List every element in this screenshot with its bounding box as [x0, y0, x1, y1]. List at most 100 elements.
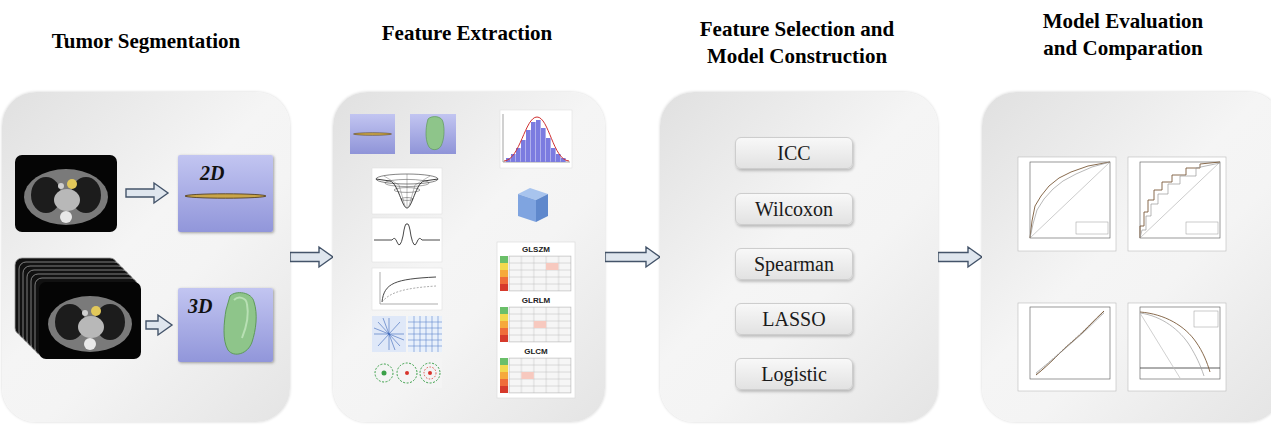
flow-arrow — [605, 247, 660, 267]
panel-heading: Tumor Segmentation — [6, 28, 286, 55]
histogram-plot — [506, 158, 511, 162]
ct-stack — [19, 262, 121, 339]
method-label: LASSO — [762, 308, 825, 330]
dimension-label: 2D — [200, 162, 224, 184]
histogram-plot — [551, 148, 556, 162]
block-arrow — [126, 183, 168, 203]
wavelet-surface — [372, 168, 442, 214]
decision-curve-plot — [1140, 313, 1204, 376]
roc-plot — [1140, 162, 1220, 238]
stage-panel: Feature Extraction — [333, 92, 605, 422]
wavelet-surface — [376, 174, 438, 184]
heading-slot: Feature Extraction — [337, 20, 597, 47]
roc-plot — [1076, 222, 1108, 234]
decision-curve-plot — [1140, 307, 1220, 379]
roc-plot — [1140, 162, 1220, 238]
panel-heading: Feature Extraction — [337, 20, 597, 47]
texture-matrix — [500, 284, 508, 291]
ct-image — [15, 155, 117, 232]
roc-plot — [1030, 162, 1110, 238]
decision-curve-plot — [1140, 313, 1180, 378]
filter-pattern — [374, 318, 404, 350]
neighbourhood-circles — [382, 371, 387, 376]
stage-panel: Model Evaluation and Comparation — [982, 92, 1271, 422]
label-slot: 3D — [188, 295, 212, 317]
roc-plot — [1030, 162, 1110, 238]
wavelet-surface — [384, 174, 430, 207]
histogram-plot — [526, 130, 531, 162]
filter-pattern — [408, 316, 442, 352]
neighbourhood-circles — [372, 358, 442, 388]
stage-panel: Tumor Segmentation2D3D — [2, 92, 290, 422]
neighbourhood-circles — [375, 364, 393, 382]
method-label: Logistic — [761, 363, 827, 385]
neighbourhood-circles — [397, 363, 417, 383]
texture-matrix — [521, 372, 533, 379]
flow-arrow — [938, 247, 982, 267]
flow-arrow — [290, 247, 333, 267]
roc-plot — [1018, 157, 1116, 251]
decision-curve-plot — [1194, 311, 1218, 327]
panel-heading: Feature Selection and Model Construction — [685, 16, 910, 70]
segmentation-box: 3D — [178, 288, 273, 362]
texture-matrix — [500, 386, 508, 393]
label-slot: GLSZM — [501, 245, 571, 254]
segmentation-icon — [350, 114, 395, 154]
neighbourhood-circles — [372, 358, 442, 388]
texture-matrix — [500, 358, 508, 365]
texture-matrix — [500, 372, 508, 379]
roc-plot — [1140, 163, 1220, 238]
texture-matrix — [500, 379, 508, 386]
histogram-plot — [516, 148, 521, 162]
neighbourhood-circles — [405, 371, 409, 375]
calibration-plot — [1018, 303, 1116, 391]
texture-matrix — [509, 307, 571, 342]
neighbourhood-circles — [428, 371, 432, 375]
heading-slot: Tumor Segmentation — [6, 28, 286, 55]
method-box: ICC — [735, 137, 853, 169]
wavelet-plot — [372, 218, 442, 262]
block-arrow — [146, 315, 172, 335]
wavelet-surface — [401, 198, 413, 201]
texture-matrix — [500, 314, 508, 321]
wavelet-surface — [394, 188, 420, 193]
calibration-plot — [1036, 312, 1104, 374]
ct-stack — [35, 278, 137, 355]
histogram-plot — [546, 138, 551, 162]
curve-plot — [382, 277, 436, 302]
tumor-volume — [224, 293, 256, 355]
method-box: Logistic — [735, 358, 853, 390]
histogram-plot — [500, 110, 572, 168]
ct-stack — [31, 274, 133, 351]
texture-matrix — [500, 335, 508, 342]
method-box: Wilcoxon — [735, 193, 853, 225]
ct-stack — [15, 258, 141, 359]
texture-matrix — [500, 328, 508, 335]
decision-curve-plot — [1128, 303, 1226, 391]
texture-matrix — [497, 242, 575, 398]
histogram-plot — [556, 154, 561, 162]
histogram-plot — [503, 114, 504, 162]
decision-curve-plot — [1140, 312, 1210, 372]
tumor-volume — [234, 298, 248, 338]
tumor-slice — [185, 194, 266, 198]
wavelet-surface — [376, 179, 438, 208]
method-label: Spearman — [754, 253, 834, 275]
texture-matrix — [500, 277, 508, 284]
wavelet-plot — [372, 218, 442, 262]
histogram-plot — [503, 162, 570, 163]
filter-pattern — [372, 316, 406, 352]
texture-matrix — [500, 365, 508, 372]
matrix-name: GLSZM — [501, 245, 571, 254]
histogram-plot — [521, 140, 526, 162]
histogram-plot — [504, 117, 569, 161]
method-label: Wilcoxon — [755, 198, 833, 220]
matrix-name: GLCM — [501, 347, 571, 356]
histogram-plot — [561, 158, 566, 162]
texture-matrix — [509, 256, 571, 291]
texture-matrix — [500, 256, 508, 263]
method-box: Spearman — [735, 248, 853, 280]
calibration-plot — [1036, 313, 1104, 373]
roc-plot — [1030, 162, 1110, 238]
